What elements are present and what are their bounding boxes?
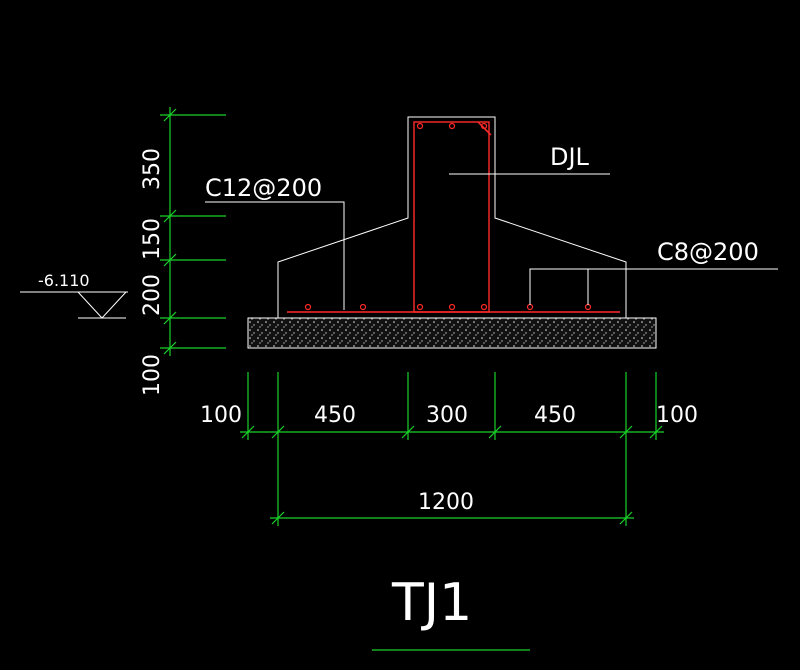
dim-200: 200 (140, 274, 165, 316)
horizontal-dimension: 100 450 300 450 100 (200, 372, 698, 440)
dim-left-100: 100 (200, 403, 242, 428)
drawing-title: TJ1 (391, 573, 472, 633)
elevation-label: -6.110 (38, 271, 90, 290)
footing-outline (277, 116, 627, 319)
dim-1200: 1200 (418, 490, 474, 515)
dim-100: 100 (140, 354, 165, 396)
leader-c8 (529, 268, 778, 305)
vertical-dimension: 350 150 200 100 (140, 107, 226, 396)
elevation-marker: -6.110 (20, 271, 128, 319)
dim-right-450: 450 (534, 403, 576, 428)
gravel-bedding (247, 317, 657, 349)
dim-right-100: 100 (656, 403, 698, 428)
dim-left-450: 450 (314, 403, 356, 428)
dim-150: 150 (140, 218, 165, 260)
rebar-bottom-label: C8@200 (657, 238, 759, 266)
dim-300: 300 (426, 403, 468, 428)
rebar-top-label: C12@200 (205, 174, 322, 202)
leader-c12 (205, 201, 345, 310)
rebar-group (287, 121, 620, 313)
dim-350: 350 (140, 148, 165, 190)
beam-label: DJL (550, 143, 590, 171)
total-width-dimension: 1200 (270, 440, 634, 526)
